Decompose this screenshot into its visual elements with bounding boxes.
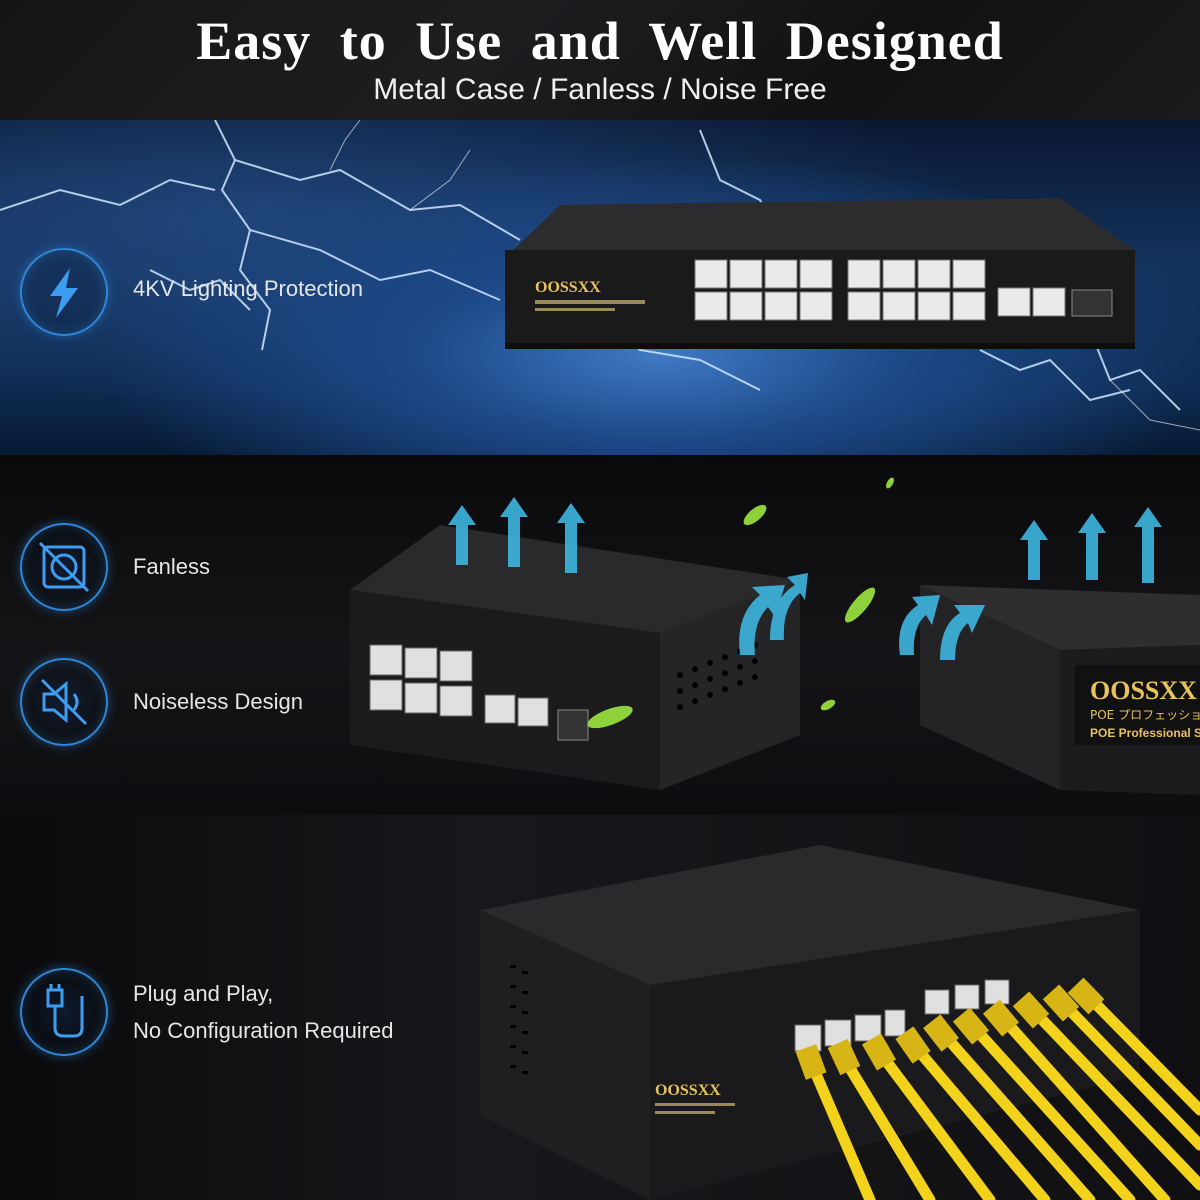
switch-airflow-image: OOSSXX POE プロフェッショ POE Professional S (350, 477, 1200, 795)
lightning-icon (20, 248, 108, 336)
fan-off-icon (20, 523, 108, 611)
feature-label-fanless: Fanless (133, 554, 211, 579)
svg-text:OOSSXX: OOSSXX (535, 279, 601, 296)
feature-label-plug-line2: No Configuration Required (133, 1018, 394, 1043)
page-subtitle: Metal Case / Fanless / Noise Free (373, 73, 827, 106)
svg-text:OOSSXX: OOSSXX (655, 1082, 721, 1099)
svg-text:POE プロフェッショ: POE プロフェッショ (1090, 708, 1200, 722)
brand-logo: OOSSXX (1090, 676, 1197, 705)
mute-icon (20, 658, 108, 746)
feature-label-plug-line1: Plug and Play, (133, 981, 274, 1006)
plug-and-play-panel: OOSSXX (0, 815, 1200, 1200)
fanless-panel: OOSSXX POE プロフェッショ POE Professional S (0, 455, 1200, 815)
switch-front-image: OOSSXX (505, 198, 1135, 349)
header-banner: Easy to Use and Well Designed Metal Case… (0, 0, 1200, 120)
page-title: Easy to Use and Well Designed (196, 11, 1004, 71)
feature-label-lightning: 4KV Lighting Protection (133, 276, 363, 301)
svg-text:POE Professional S: POE Professional S (1090, 726, 1200, 740)
plug-icon (20, 968, 108, 1056)
lightning-protection-panel: OOSSXX 4KV Lighting Protection (0, 120, 1200, 455)
feature-label-noiseless: Noiseless Design (133, 689, 303, 714)
switch-cables-image: OOSSXX (480, 845, 1200, 1200)
feature-label-plug-and-play: Plug and Play, No Configuration Required (133, 975, 394, 1049)
